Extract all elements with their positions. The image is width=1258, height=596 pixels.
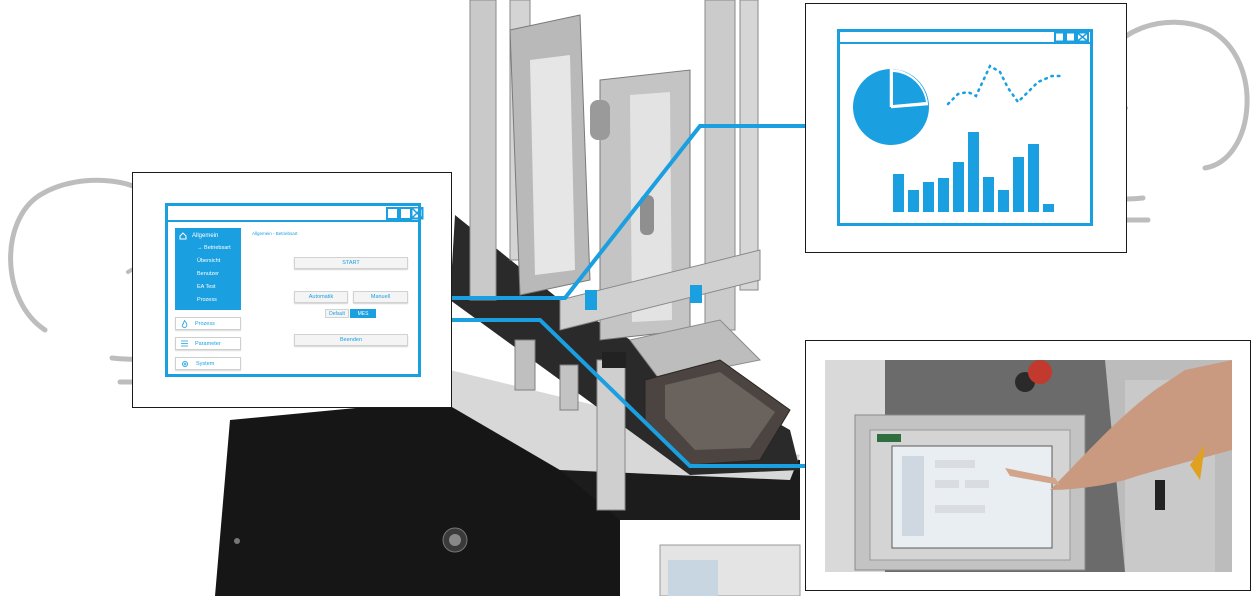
- beenden-button[interactable]: Beenden: [294, 334, 408, 346]
- sidebar-sub-item-ea-test[interactable]: EA Test: [197, 284, 216, 290]
- minimize-icon: [1054, 32, 1065, 43]
- hmi-window: Allgemein → Betriebsart Übersicht Benutz…: [165, 203, 424, 377]
- close-icon[interactable]: [411, 207, 424, 220]
- dashboard-graphic: [840, 32, 1090, 212]
- manuell-button[interactable]: Manuell: [353, 291, 408, 303]
- bar-chart-icon: [893, 132, 1054, 212]
- breadcrumb: Allgemein - Betriebsart: [252, 231, 298, 236]
- dashboard-window: [837, 29, 1093, 226]
- touch-panel-photo-illustration: [825, 360, 1232, 572]
- sidebar-item-label: System: [196, 360, 215, 367]
- home-icon: [179, 232, 187, 240]
- close-icon: [1076, 32, 1089, 43]
- sidebar-item-label: Parameter: [195, 340, 221, 347]
- sidebar-item-label: Prozess: [195, 320, 215, 327]
- gear-icon: [182, 360, 188, 367]
- pie-chart-icon: [853, 69, 929, 145]
- default-toggle[interactable]: Default: [325, 309, 349, 318]
- list-icon: [181, 340, 188, 347]
- automatik-button[interactable]: Automatik: [294, 291, 348, 303]
- minimize-icon[interactable]: [386, 207, 399, 220]
- sidebar-item-prozess[interactable]: Prozess: [175, 317, 241, 330]
- sidebar-item-parameter[interactable]: Parameter: [175, 337, 241, 350]
- flame-icon: [181, 319, 188, 328]
- dotted-line-chart-icon: [946, 64, 1064, 106]
- sidebar-sub-item-betriebsart[interactable]: → Betriebsart: [197, 245, 231, 251]
- sidebar-section-allgemein[interactable]: Allgemein → Betriebsart Übersicht Benutz…: [175, 228, 241, 310]
- mes-toggle[interactable]: MES: [350, 309, 376, 318]
- sidebar-sub-item-prozess[interactable]: Prozess: [197, 297, 217, 303]
- sidebar-section-label: Allgemein: [192, 233, 219, 239]
- sidebar-item-system[interactable]: System: [175, 357, 241, 370]
- window-titlebar: [168, 206, 424, 222]
- maximize-icon: [1065, 32, 1076, 43]
- sidebar-sub-item-benutzer[interactable]: Benutzer: [197, 271, 220, 277]
- touch-panel-photo: [825, 360, 1232, 572]
- start-button[interactable]: START: [294, 257, 408, 269]
- sidebar-sub-item-uebersicht[interactable]: Übersicht: [197, 258, 221, 264]
